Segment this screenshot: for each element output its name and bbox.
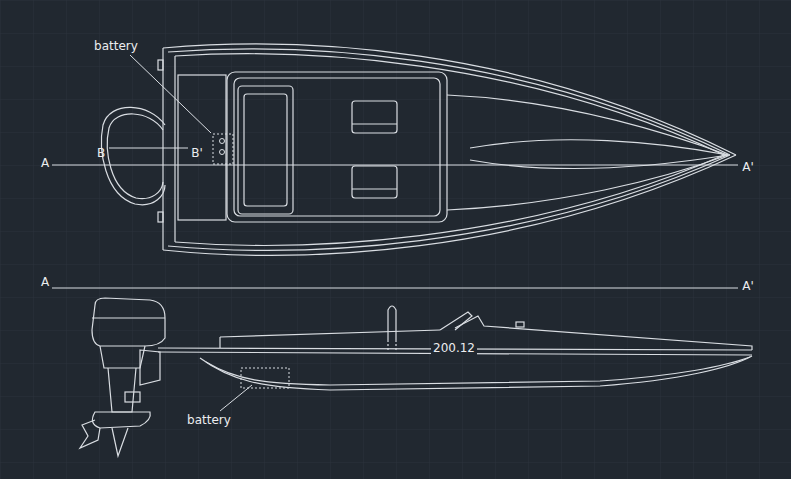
hull-side-view	[516, 322, 524, 327]
battery-top-view	[213, 134, 233, 164]
outboard-motor-side-view	[140, 350, 160, 385]
hull-top-view	[158, 212, 163, 222]
hull-side-view	[455, 316, 752, 350]
hull-top-view	[352, 101, 397, 133]
section-lines	[109, 148, 188, 149]
hull-side-view	[200, 356, 752, 390]
battery-top-view	[213, 134, 233, 164]
outboard-motor-side-view	[80, 298, 165, 456]
dimension: 200.12	[431, 341, 477, 355]
hull-top-view	[158, 60, 163, 70]
hull-top-view	[168, 155, 730, 250]
battery-top-view	[220, 139, 225, 144]
hull-top-view	[352, 188, 397, 189]
outboard-motor-side-view	[92, 412, 150, 428]
hull-top-view	[168, 49, 730, 155]
section-mark: A'	[742, 161, 754, 173]
battery-side-view	[241, 368, 289, 388]
hull-side-view	[219, 337, 220, 348]
section-mark: B'	[191, 147, 203, 159]
outboard-motor-side-view	[92, 298, 165, 346]
leader-lines	[220, 385, 252, 411]
hull-top-view	[175, 155, 724, 245]
section-mark: A'	[742, 280, 754, 292]
outboard-motor-side-view	[108, 368, 136, 412]
outboard-motor-side-view	[80, 420, 100, 448]
hull-top-view	[158, 44, 736, 255]
hull-top-view	[470, 140, 728, 155]
outboard-motor-side-view	[112, 428, 128, 456]
hull-top-view	[238, 86, 293, 214]
outboard-top-view	[107, 114, 163, 199]
leader-lines	[130, 55, 252, 411]
hull-side-view	[220, 330, 440, 337]
hull-top-view	[175, 54, 724, 155]
hull-side-view	[158, 306, 752, 390]
hull-top-view	[447, 155, 728, 210]
section-lines	[52, 148, 738, 288]
part-label: battery	[94, 40, 138, 52]
section-mark: A	[41, 276, 49, 288]
outboard-top-view	[102, 107, 165, 204]
section-mark: B	[97, 147, 105, 159]
battery-top-view	[220, 150, 225, 155]
outboard-motor-side-view	[92, 317, 165, 318]
hull-top-view	[163, 44, 736, 155]
hull-top-view	[447, 95, 728, 155]
hull-top-view	[470, 155, 728, 168]
hull-top-view	[174, 56, 175, 242]
outboard-motor-side-view	[100, 346, 145, 368]
section-mark: A	[41, 157, 49, 169]
hull-top-view	[227, 72, 447, 222]
part-label: battery	[187, 414, 231, 426]
outboard-top-view	[102, 107, 165, 204]
section-lines	[52, 165, 738, 166]
section-lines	[52, 288, 738, 289]
hull-side-view	[388, 306, 396, 340]
hull-top-view	[352, 123, 397, 124]
hull-top-view	[163, 155, 736, 255]
hull-side-view	[388, 340, 396, 352]
hull-top-view	[234, 78, 440, 216]
outboard-motor-side-view	[125, 392, 140, 402]
battery-side-view	[241, 368, 289, 388]
hull-top-view	[352, 166, 397, 198]
leader-lines	[130, 55, 211, 133]
hull-top-view	[244, 94, 287, 206]
hull-side-view	[206, 357, 750, 385]
